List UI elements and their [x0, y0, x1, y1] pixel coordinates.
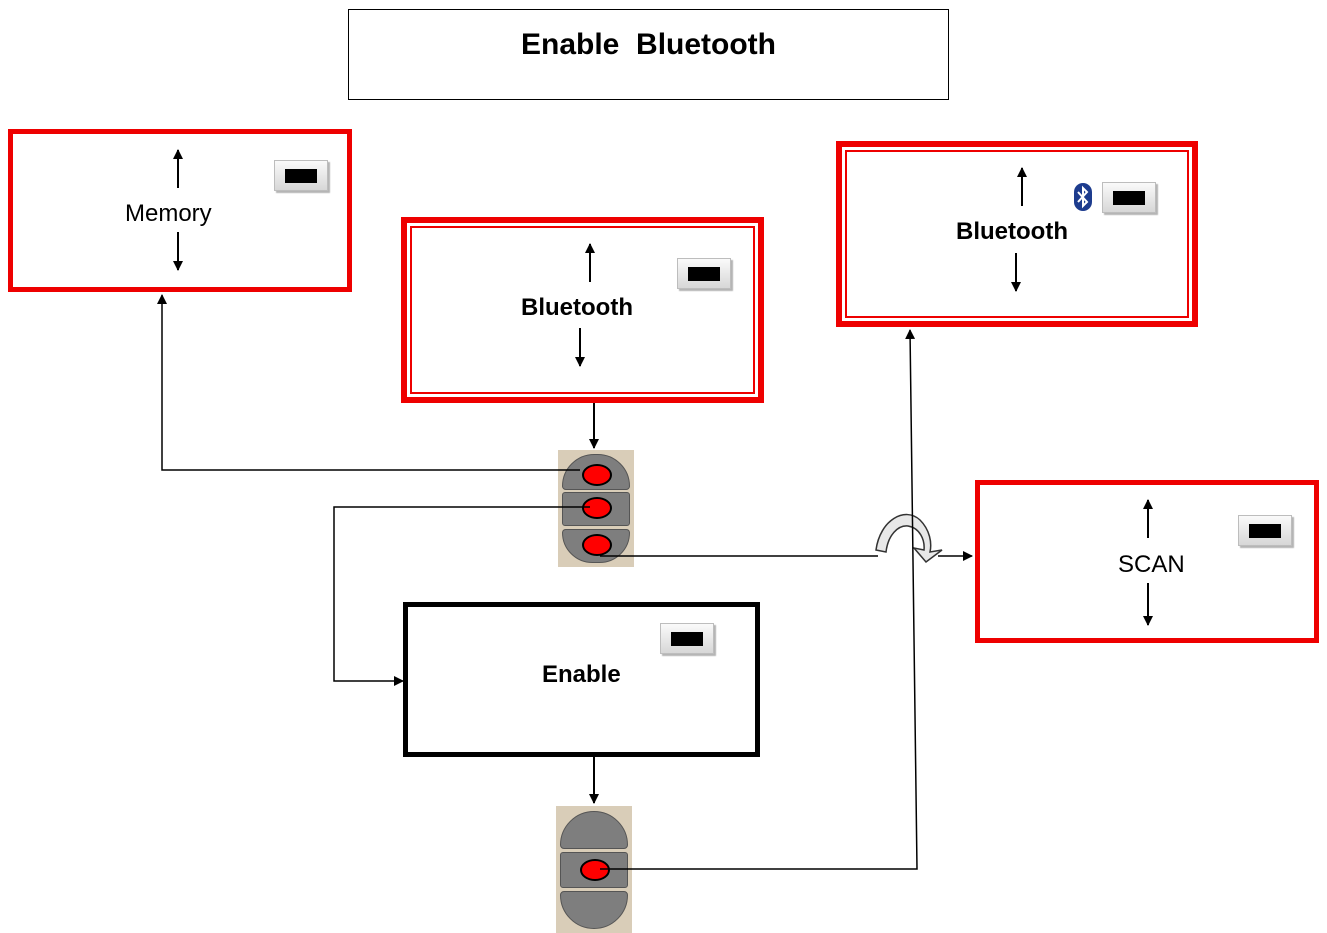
keypad-enable — [556, 806, 632, 933]
enable-screen: Enable — [403, 602, 760, 757]
enter-key[interactable] — [562, 492, 630, 526]
connector-enter-to-bluetooth-enabled — [600, 329, 918, 870]
bluetooth-icon — [1074, 183, 1092, 211]
enter-key[interactable] — [560, 852, 628, 888]
display-icon — [677, 258, 731, 289]
up-down-arrow-icon — [575, 243, 595, 367]
display-icon — [1102, 182, 1156, 213]
press-marker — [580, 859, 610, 881]
bluetooth-menu-label: Bluetooth — [521, 294, 633, 321]
enable-label: Enable — [542, 661, 621, 688]
memory-label: Memory — [125, 200, 212, 227]
bluetooth-enabled-label: Bluetooth — [956, 218, 1068, 245]
up-down-arrow-icon — [1011, 167, 1027, 292]
bluetooth-menu-screen: Bluetooth — [401, 217, 764, 403]
connector-up-to-memory — [157, 294, 580, 471]
rotate-arrow-icon — [875, 513, 943, 564]
diagram-title: Enable Bluetooth — [521, 28, 776, 61]
display-icon — [1238, 515, 1292, 546]
connector-enter-to-enable — [333, 506, 590, 686]
press-marker — [582, 464, 612, 486]
press-marker — [582, 497, 612, 519]
press-marker — [582, 534, 612, 556]
scan-label: SCAN — [1118, 551, 1185, 578]
display-icon — [660, 623, 714, 654]
display-icon — [274, 160, 328, 191]
title-box: Enable Bluetooth — [348, 9, 949, 100]
